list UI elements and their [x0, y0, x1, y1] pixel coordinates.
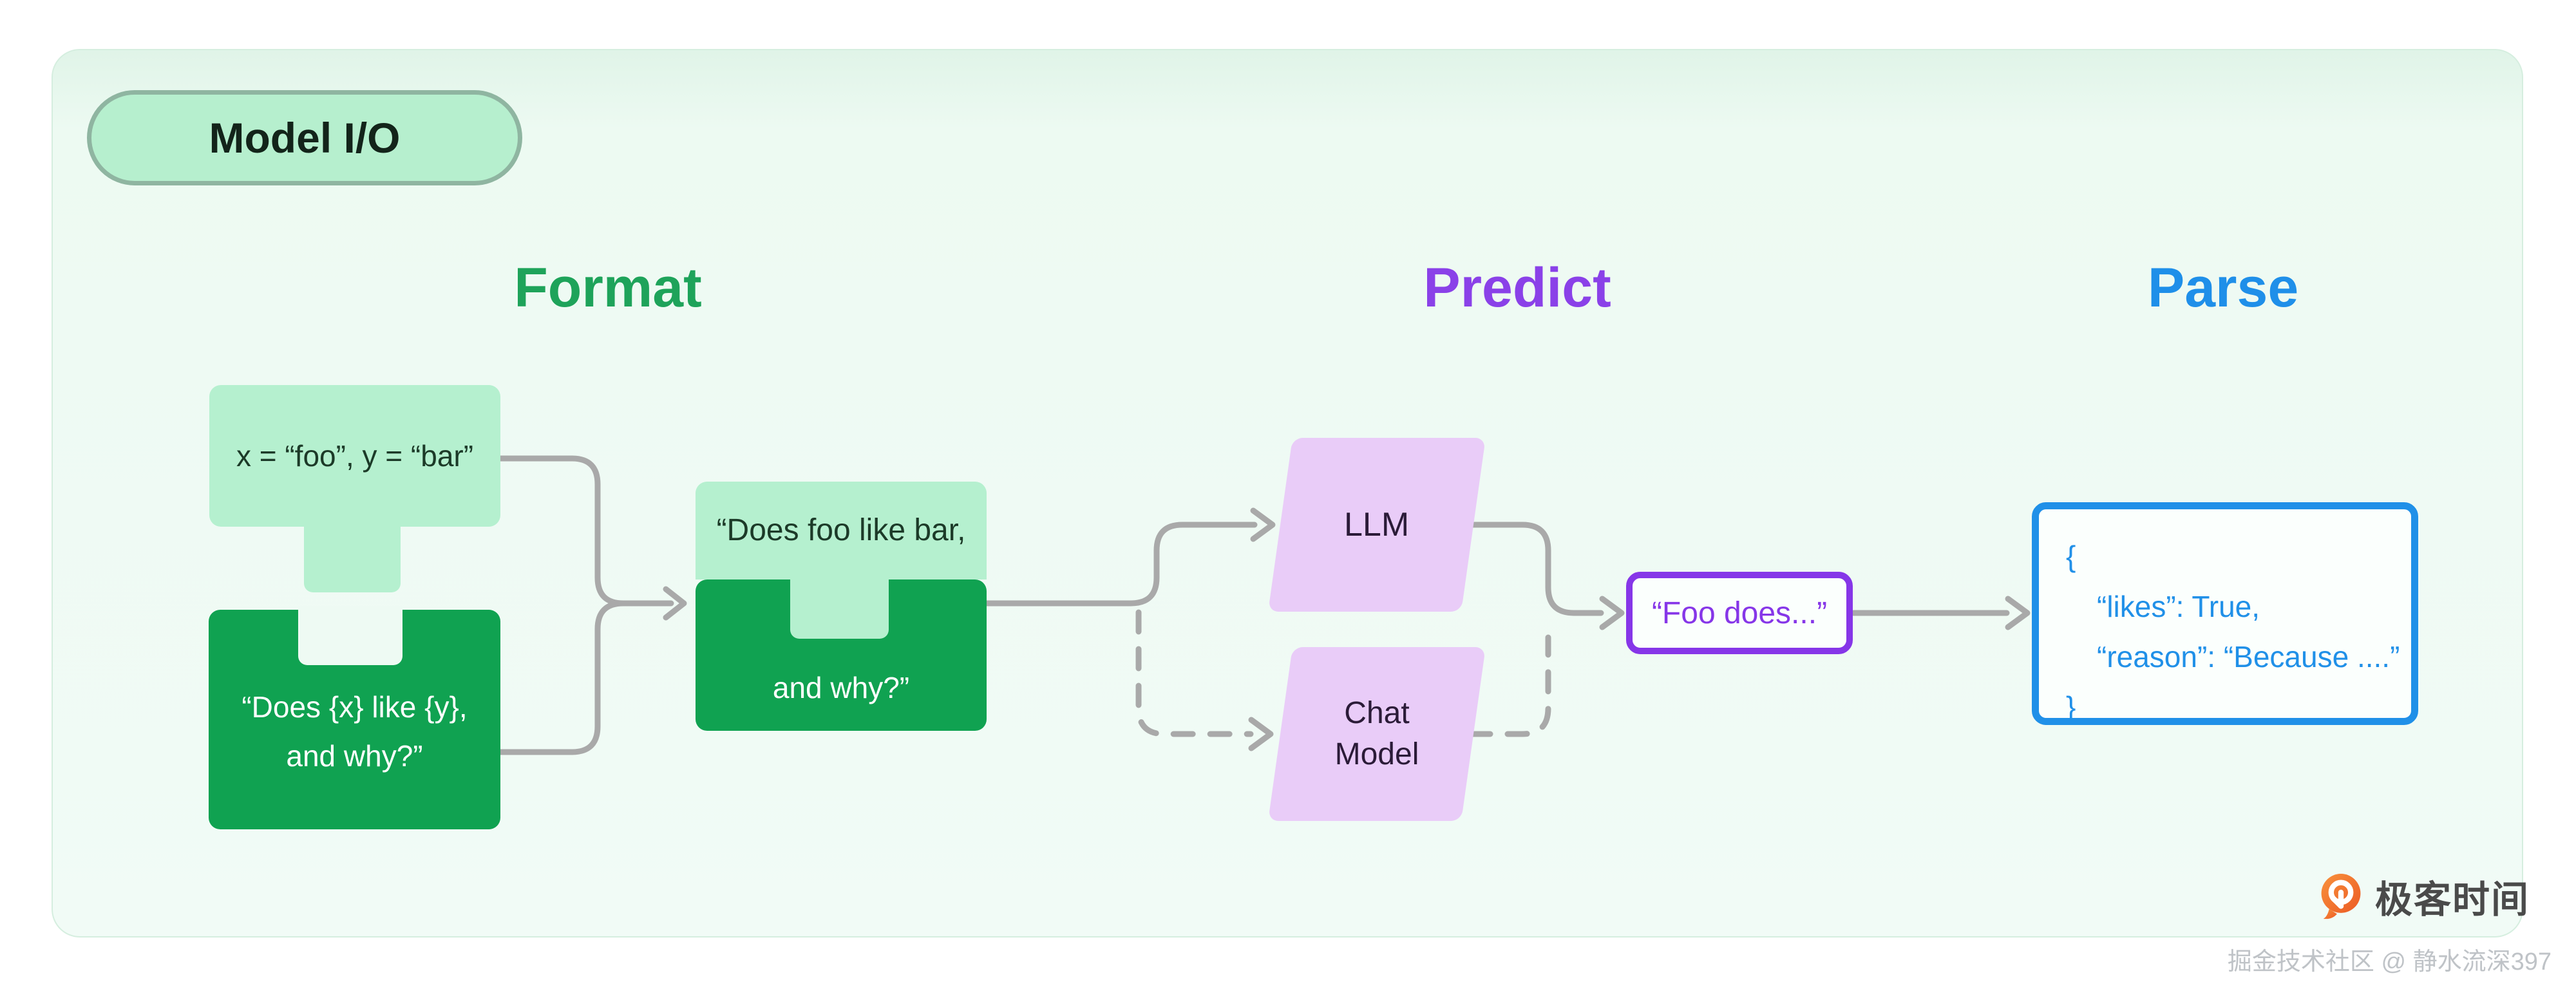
model-output-label: “Foo does...”: [1651, 596, 1828, 630]
chat-model-label: Chat Model: [1334, 696, 1419, 771]
stage-title-format: Format: [514, 257, 702, 319]
combined-prompt-top: “Does foo like bar,: [696, 482, 987, 579]
llm-node: LLM: [1268, 438, 1486, 612]
stage-title-parse: Parse: [2147, 257, 2299, 319]
arrowhead-into-output: [1599, 596, 1625, 630]
json-line-likes: “likes”: True,: [2097, 590, 2260, 623]
parsed-json-node: { “likes”: True, “reason”: “Because ....…: [2032, 502, 2418, 725]
variables-node-tab: [304, 525, 401, 592]
combined-label-line1: “Does foo like bar,: [716, 513, 966, 547]
arrow-branch-to-chat-model: [1135, 609, 1254, 737]
json-line-close-brace: }: [2066, 690, 2076, 724]
arrowhead-into-chat-model: [1248, 717, 1274, 751]
geektime-brand-text: 极客时间: [2375, 879, 2530, 921]
combined-prompt-bottom: and why?”: [696, 579, 987, 731]
json-line-open-brace: {: [2066, 540, 2076, 573]
arrow-llm-to-output: [1468, 522, 1604, 616]
llm-label: LLM: [1344, 506, 1410, 543]
json-line-reason: “reason”: “Because ....”: [2097, 640, 2400, 673]
arrow-chat-model-to-output: [1468, 634, 1551, 737]
geektime-brand: 极客时间: [2317, 869, 2530, 923]
template-node-notch: [298, 606, 402, 665]
model-io-badge: Model I/O: [87, 90, 522, 185]
combined-label-line2: and why?”: [772, 671, 910, 704]
arrow-combined-to-llm: [983, 522, 1258, 607]
model-output-node: “Foo does...”: [1626, 572, 1853, 654]
arrowhead-into-llm: [1250, 507, 1276, 542]
stage-title-predict: Predict: [1423, 257, 1611, 319]
arrow-template-to-merge: [497, 600, 627, 755]
arrow-variables-to-merge: [497, 455, 674, 607]
combined-prompt-tab: [790, 578, 889, 639]
template-label-line1: “Does {x} like {y},: [242, 690, 468, 724]
chat-model-node: Chat Model: [1268, 647, 1486, 821]
arrowhead-into-combined: [663, 586, 687, 621]
geektime-logo-icon: [2321, 874, 2361, 919]
arrowhead-into-parse: [2005, 596, 2031, 630]
variables-node: x = “foo”, y = “bar”: [209, 385, 500, 527]
model-io-badge-label: Model I/O: [209, 114, 401, 162]
variables-label: x = “foo”, y = “bar”: [236, 439, 474, 473]
template-label-line2: and why?”: [286, 739, 423, 773]
watermark-text: 掘金技术社区 @ 静水流深397: [2227, 948, 2552, 975]
